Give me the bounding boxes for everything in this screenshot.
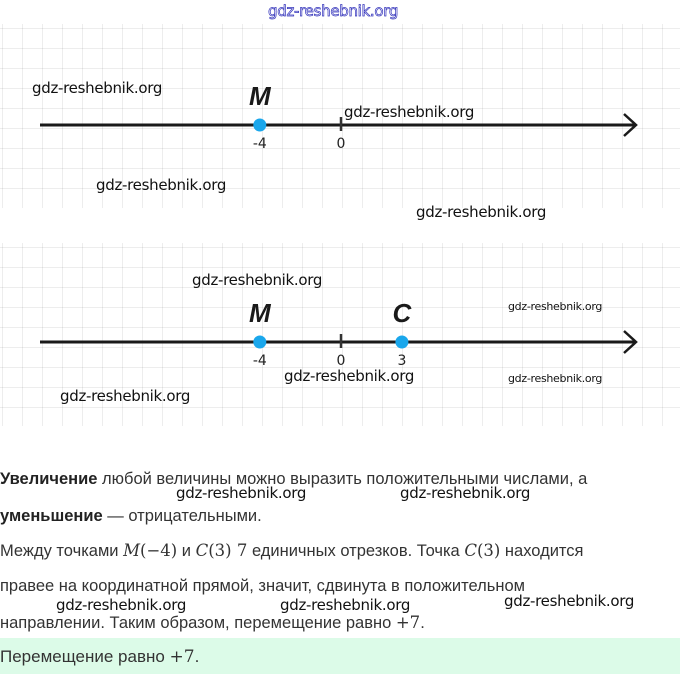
number-line-figure-2: -4 0 3 M C — [0, 243, 680, 426]
text-span: — отрицательными. — [102, 507, 262, 525]
watermark: gdz-reshebnik.org — [400, 484, 531, 502]
answer-text: Перемещение равно +7. — [0, 647, 199, 667]
text-span: Перемещение равно — [0, 647, 170, 666]
axis-arrow-icon — [623, 113, 638, 137]
number-line-1: -4 0 M — [40, 81, 638, 152]
paragraph-2-line-3: направлении. Таким образом, перемещение … — [0, 613, 425, 633]
math-point-m: M(−4) — [123, 541, 177, 560]
math-var: C — [464, 541, 477, 560]
watermark: gdz-reshebnik.org — [508, 300, 603, 313]
watermark: gdz-reshebnik.org — [32, 79, 163, 97]
text-span: любой величины можно выразить положитель… — [97, 470, 588, 488]
math-var: M — [123, 541, 141, 560]
point-label: C — [393, 298, 413, 328]
math-arg: (3) — [476, 541, 501, 560]
paragraph-1-line-1: Увеличение любой величины можно выразить… — [0, 470, 587, 489]
number-line-2: -4 0 3 M C — [40, 298, 638, 369]
point-c — [395, 335, 409, 349]
text-span: направлении. Таким образом, перемещение … — [0, 614, 396, 632]
tick-label: 3 — [397, 353, 406, 369]
point-m — [253, 335, 267, 349]
tick-label: -4 — [253, 136, 267, 152]
watermark: gdz-reshebnik.org — [60, 387, 191, 405]
watermark: gdz-reshebnik.org — [504, 592, 635, 610]
watermark: gdz-reshebnik.org — [284, 367, 415, 385]
watermark: gdz-reshebnik.org — [344, 103, 475, 121]
math-point-c: C(3) 7 — [196, 541, 248, 560]
watermark: gdz-reshebnik.org — [192, 271, 323, 289]
term-decrease: уменьшение — [0, 507, 103, 525]
watermark: gdz-reshebnik.org — [176, 484, 307, 502]
watermark: gdz-reshebnik.org — [56, 596, 187, 614]
math-var: C — [195, 541, 209, 560]
watermark: gdz-reshebnik.org — [508, 372, 603, 385]
watermark: gdz-reshebnik.org — [416, 203, 547, 221]
math-result: +7 — [395, 613, 421, 632]
math-result: +7 — [169, 647, 195, 667]
text-span: и — [177, 542, 196, 560]
math-point-c: C(3) — [464, 541, 500, 560]
paragraph-2-line-2: правее на координатной прямой, значит, с… — [0, 577, 525, 595]
text-span: . — [420, 614, 425, 632]
tick-label: 0 — [337, 136, 346, 152]
paragraph-1-line-2: уменьшение — отрицательными. — [0, 507, 262, 526]
point-m — [253, 118, 267, 132]
point-label: M — [249, 298, 272, 328]
term-increase: Увеличение — [0, 470, 98, 488]
tick-label: -4 — [253, 353, 267, 369]
watermark-header: gdz-reshebnik.org — [268, 2, 399, 21]
text-span: находится — [500, 542, 584, 560]
watermark: gdz-reshebnik.org — [280, 596, 411, 614]
math-arg: (3) — [208, 541, 232, 560]
text-span: Между точками — [0, 542, 124, 560]
answer-box: Перемещение равно +7. — [0, 638, 680, 674]
text-span: единичных отрезков. Точка — [247, 542, 465, 560]
math-arg: (−4) — [140, 541, 178, 560]
paragraph-2-line-1: Между точками M(−4) и C(3) 7 единичных о… — [0, 541, 583, 561]
axis-arrow-icon — [623, 330, 638, 354]
tick-label: 0 — [337, 353, 346, 369]
number-line-figure-1: -4 0 M — [0, 24, 680, 208]
text-span: . — [194, 647, 200, 666]
point-label: M — [249, 81, 272, 111]
math-number: 7 — [231, 541, 248, 560]
watermark: gdz-reshebnik.org — [96, 176, 227, 194]
